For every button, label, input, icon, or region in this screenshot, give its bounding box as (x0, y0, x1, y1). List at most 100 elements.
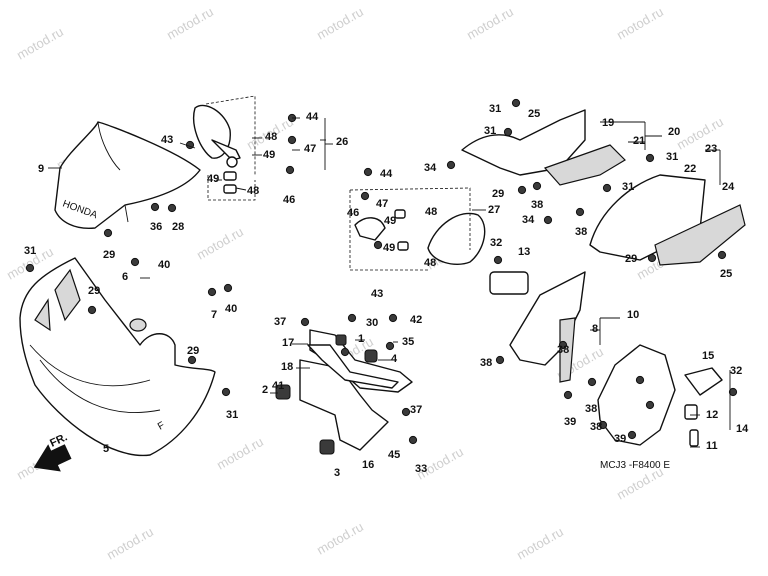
callout-7: 7 (211, 309, 217, 321)
callout-8: 8 (592, 323, 598, 335)
callout-41: 41 (272, 380, 284, 392)
mirror-left (193, 95, 256, 201)
bolt-icon (373, 240, 383, 250)
watermark-text: motod.ru (14, 24, 66, 63)
callout-31: 31 (666, 151, 678, 163)
svg-text:F: F (156, 420, 167, 433)
bolt-icon (285, 165, 295, 175)
inner-panel (597, 344, 723, 447)
callout-29: 29 (88, 285, 100, 297)
bolt-icon (223, 283, 233, 293)
bolt-icon (495, 355, 505, 365)
callout-40: 40 (225, 303, 237, 315)
bolt-icon (360, 191, 370, 201)
callout-47: 47 (376, 198, 388, 210)
bolt-icon (300, 317, 310, 327)
bolt-icon (587, 377, 597, 387)
callout-49: 49 (384, 215, 396, 227)
callout-34: 34 (522, 214, 535, 226)
callout-32: 32 (490, 237, 502, 249)
bolt-icon (130, 257, 140, 267)
bolt-icon (602, 183, 612, 193)
leader-lines (48, 117, 731, 448)
callout-23: 23 (705, 143, 717, 155)
bolt-icon (347, 313, 357, 323)
bolt-icon (645, 153, 655, 163)
callout-31: 31 (226, 409, 238, 421)
callout-14: 14 (736, 423, 749, 435)
callout-46: 46 (347, 207, 359, 219)
bolt-icon (558, 340, 568, 350)
callout-31: 31 (24, 245, 36, 257)
callout-36: 36 (150, 221, 162, 233)
callout-47: 47 (304, 143, 316, 155)
callout-13: 13 (518, 246, 530, 258)
callout-49: 49 (263, 149, 275, 161)
bolt-icon (167, 203, 177, 213)
diagram-code: MCJ3 -F8400 E (600, 460, 670, 471)
mirror-right (349, 187, 486, 271)
callout-21: 21 (633, 135, 645, 147)
callout-5: 5 (103, 443, 109, 455)
watermark-text: motod.ru (674, 114, 726, 153)
callout-10: 10 (627, 309, 639, 321)
callout-38: 38 (480, 357, 492, 369)
leader-line (179, 142, 196, 149)
front-label: FR. (48, 431, 69, 449)
callout-39: 39 (614, 433, 626, 445)
callout-38: 38 (585, 403, 597, 415)
callout-48: 48 (425, 206, 437, 218)
callout-28: 28 (172, 221, 184, 233)
callout-34: 34 (424, 162, 437, 174)
watermark-text: motod.ru (514, 524, 566, 563)
callout-24: 24 (722, 181, 735, 193)
callout-1: 1 (358, 333, 364, 345)
watermark-text: motod.ru (164, 4, 216, 43)
callout-44: 44 (306, 111, 319, 123)
callout-32: 32 (730, 365, 742, 377)
bolt-icon (563, 390, 573, 400)
bolt-icon (385, 341, 395, 351)
bolt-icon (388, 313, 398, 323)
callout-38: 38 (590, 421, 602, 433)
bolt-icon (645, 400, 655, 410)
watermark-text: motod.ru (464, 4, 516, 43)
callout-29: 29 (625, 253, 637, 265)
callout-12: 12 (706, 409, 718, 421)
bolt-icon (25, 263, 35, 273)
bolt-icon (575, 207, 585, 217)
bolt-icon (87, 305, 97, 315)
callout-37: 37 (410, 404, 422, 416)
callout-33: 33 (415, 463, 427, 475)
callout-49: 49 (383, 242, 395, 254)
bolt-icon (408, 435, 418, 445)
fasteners (25, 98, 738, 445)
watermark-text: motod.ru (614, 4, 666, 43)
bolt-icon (728, 387, 738, 397)
cowl-stay (275, 329, 413, 455)
callout-25: 25 (528, 108, 540, 120)
callout-19: 19 (602, 117, 614, 129)
callout-29: 29 (103, 249, 115, 261)
front-arrow-icon: FR. (33, 431, 72, 472)
callout-31: 31 (484, 125, 496, 137)
callout-9: 9 (38, 163, 44, 175)
watermark-text: motod.ru (314, 4, 366, 43)
callout-38: 38 (531, 199, 543, 211)
bolt-icon (598, 420, 608, 430)
bolt-icon (517, 185, 527, 195)
callout-37: 37 (274, 316, 286, 328)
inner-fairing-upper (461, 109, 746, 266)
bolt-icon (340, 347, 350, 357)
watermark-layer: motod.ru motod.ru motod.ru motod.ru motod.ru… (4, 4, 726, 563)
callout-15: 15 (702, 350, 714, 362)
callout-22: 22 (684, 163, 696, 175)
callout-44: 44 (380, 168, 393, 180)
callout-30: 30 (366, 317, 378, 329)
watermark-text: motod.ru (314, 519, 366, 558)
bolt-icon (207, 287, 217, 297)
bolt-icon (627, 430, 637, 440)
watermark-text: motod.ru (104, 524, 156, 563)
callout-48: 48 (247, 185, 259, 197)
